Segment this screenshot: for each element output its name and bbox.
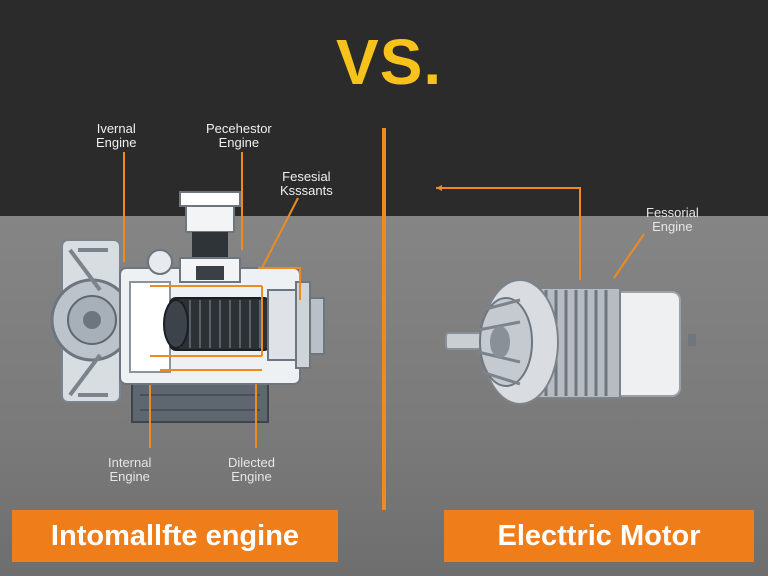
combustion-engine-banner: Intomallfte engine [12,510,338,562]
callout-internal-engine-top: Ivernal Engine [96,122,136,150]
left-callout-lines [123,152,299,448]
electric-motor-banner: Electtric Motor [444,510,754,562]
callout-fesesial-ksssants: Fesesial Ksssants [280,170,333,198]
callout-line-2: Engine [218,135,260,150]
combustion-engine-illustration [50,191,325,423]
center-divider [382,128,386,510]
callout-line-1: Internal [108,455,152,470]
callout-line-2: Engine [231,469,272,484]
callout-line-1: Dilected [228,455,275,470]
callout-line-1: Fessorial [646,205,699,220]
callout-dilected-engine: Dilected Engine [228,456,275,484]
electric-motor-illustration [445,279,696,405]
callout-fessorial-engine: Fessorial Engine [646,206,699,234]
callout-line-2: Engine [109,469,150,484]
callout-arrowhead [436,185,442,191]
right-callout-lines [436,187,645,280]
callout-pecehestor-engine: Pecehestor Engine [206,122,272,150]
callout-line-1: Fesesial [282,169,331,184]
callout-line-1: Pecehestor [206,121,272,136]
callout-line-2: Ksssants [280,183,333,198]
callout-line-2: Engine [652,219,693,234]
callout-line-2: Engine [96,135,137,150]
callout-internal-engine-bottom: Internal Engine [108,456,151,484]
callout-line-1: Ivernal [96,121,136,136]
vs-heading: VS. [336,26,443,98]
